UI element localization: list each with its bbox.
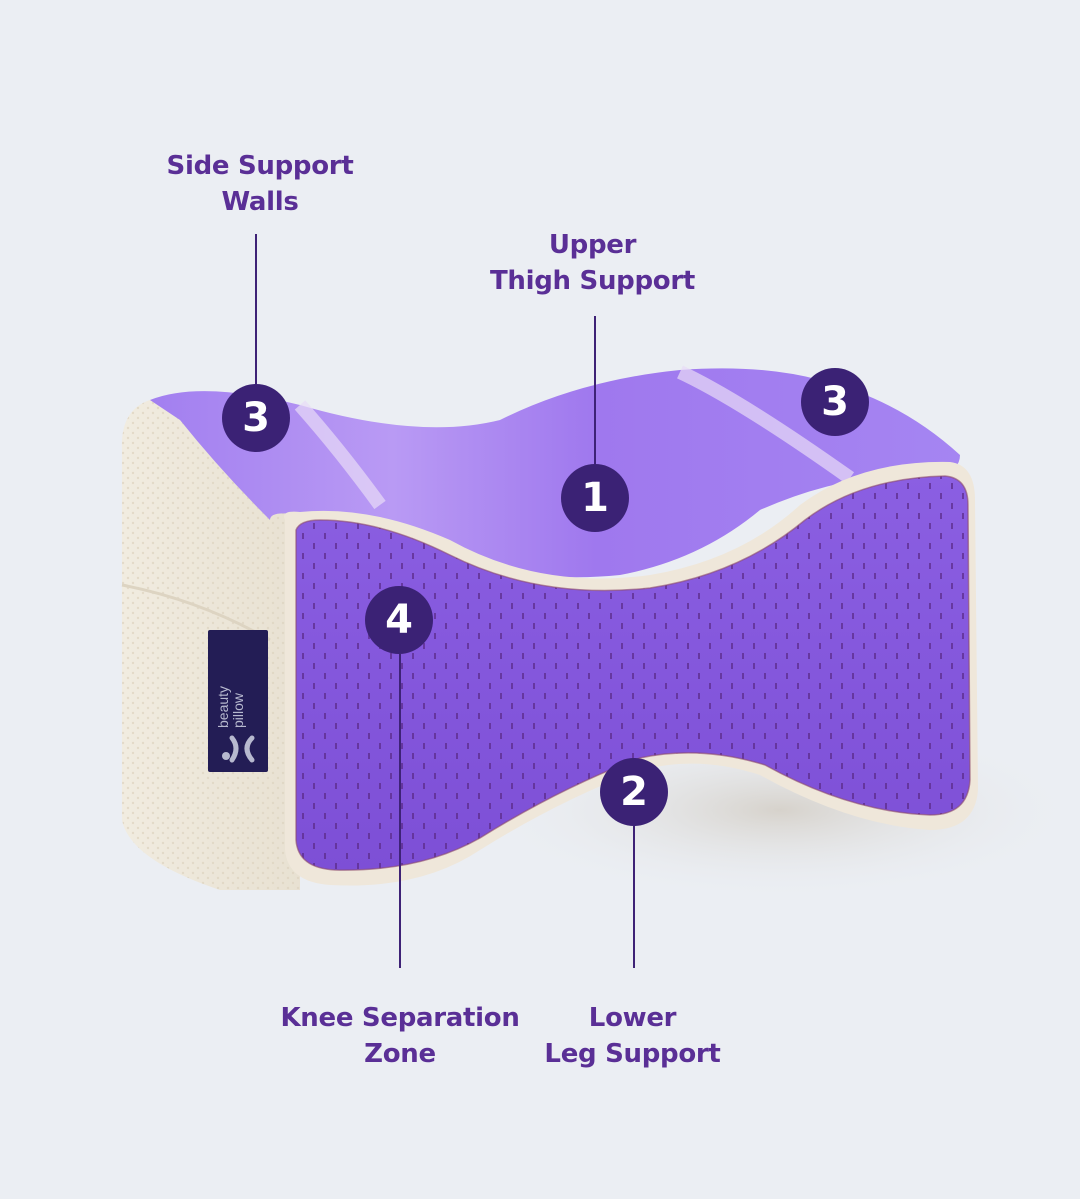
label-knee-separation-zone: Knee Separation Zone (280, 1003, 520, 1069)
marker-4[interactable]: 4 (365, 586, 433, 654)
marker-3-left[interactable]: 3 (222, 384, 290, 452)
leader-line-knee-separation (399, 654, 401, 968)
brand-tag: beauty pillow (208, 630, 268, 772)
brand-tag-text: beauty pillow (215, 685, 246, 728)
marker-1[interactable]: 1 (561, 464, 629, 532)
leader-line-lower-leg (633, 826, 635, 968)
label-side-support-walls: Side Support Walls (166, 151, 354, 217)
marker-3-right[interactable]: 3 (801, 368, 869, 436)
leader-line-side-support (255, 234, 257, 384)
label-upper-thigh-support: Upper Thigh Support (489, 230, 695, 296)
brand-logo-icon (222, 735, 255, 763)
label-lower-leg-support: Lower Leg Support (544, 1003, 721, 1069)
leader-line-upper-thigh (594, 316, 596, 464)
marker-2[interactable]: 2 (600, 758, 668, 826)
